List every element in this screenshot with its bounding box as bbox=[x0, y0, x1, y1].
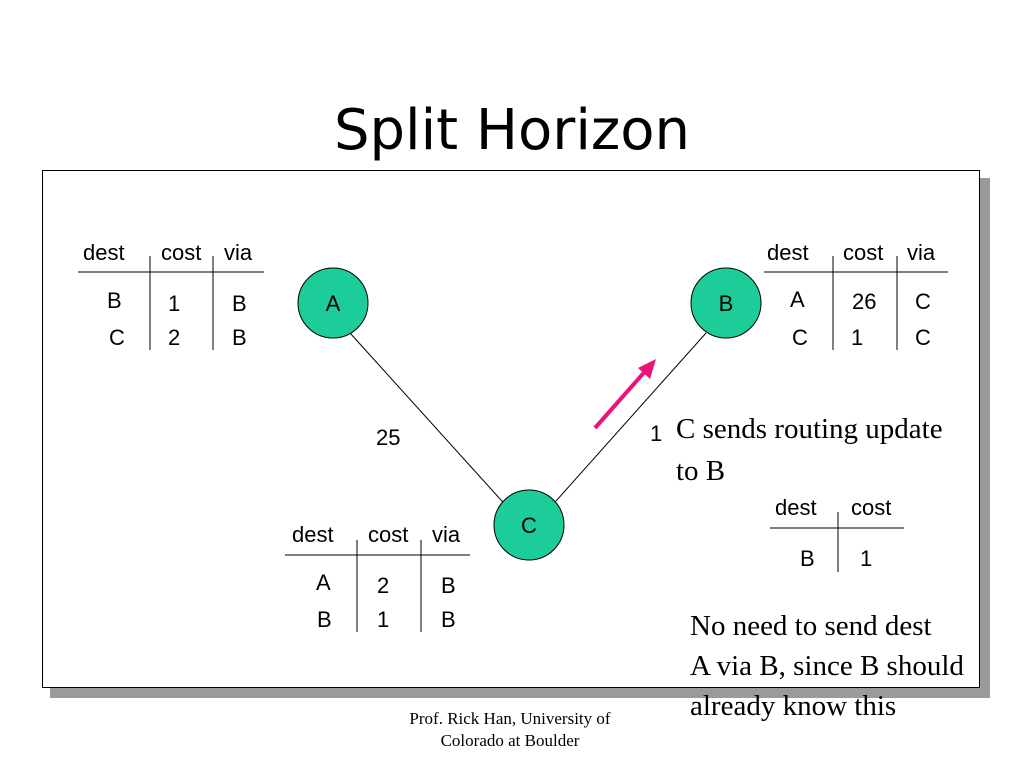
update-header-dest: dest bbox=[775, 495, 817, 520]
table-c-cell: 2 bbox=[377, 573, 390, 598]
table-c-header-via: via bbox=[432, 522, 461, 547]
table-a-cell: C bbox=[109, 325, 125, 350]
node-a: A bbox=[297, 267, 369, 339]
table-c-cell: 1 bbox=[377, 607, 390, 632]
table-c-header-dest: dest bbox=[292, 522, 334, 547]
update-arrow-head bbox=[638, 359, 656, 379]
table-c-cell: B bbox=[317, 607, 332, 632]
table-c-cell: B bbox=[441, 607, 456, 632]
footer-line2: Colorado at Boulder bbox=[440, 731, 580, 750]
node-c-label: C bbox=[521, 513, 537, 538]
node-b: B bbox=[690, 267, 762, 339]
slide-title: Split Horizon bbox=[333, 98, 691, 163]
table-a-header-cost: cost bbox=[161, 240, 202, 265]
table-a-header-via: via bbox=[224, 240, 253, 265]
update-cell: 1 bbox=[860, 546, 873, 571]
footer-line1: Prof. Rick Han, University of bbox=[409, 709, 611, 728]
link-cost-a-c: 25 bbox=[376, 425, 401, 450]
note-line3: already know this bbox=[690, 690, 897, 722]
table-b-cell: C bbox=[792, 325, 808, 350]
node-a-label: A bbox=[326, 291, 341, 316]
table-b-header-via: via bbox=[907, 240, 936, 265]
table-b-header-cost: cost bbox=[843, 240, 884, 265]
table-b-cell: C bbox=[915, 325, 931, 350]
table-b-cell: C bbox=[915, 289, 931, 314]
update-header-cost: cost bbox=[851, 495, 892, 520]
table-a-cell: B bbox=[232, 325, 247, 350]
update-caption-line2: to B bbox=[676, 455, 726, 487]
slide-footer: Prof. Rick Han, University of Colorado a… bbox=[380, 708, 640, 752]
update-cell: B bbox=[800, 546, 815, 571]
table-b-cell: A bbox=[790, 287, 805, 312]
link-cost-b-c: 1 bbox=[650, 421, 663, 446]
table-c-header-cost: cost bbox=[368, 522, 409, 547]
table-a-cell: B bbox=[107, 288, 122, 313]
table-b-header-dest: dest bbox=[767, 240, 809, 265]
node-b-label: B bbox=[719, 291, 734, 316]
table-b-cell: 26 bbox=[852, 289, 877, 314]
table-a-cell: B bbox=[232, 291, 247, 316]
table-c-cell: A bbox=[316, 570, 331, 595]
table-a-cell: 2 bbox=[168, 325, 181, 350]
table-c-cell: B bbox=[441, 573, 456, 598]
table-a-cell: 1 bbox=[168, 291, 181, 316]
node-c: C bbox=[493, 489, 565, 561]
table-a-header-dest: dest bbox=[83, 240, 125, 265]
update-arrow bbox=[593, 366, 650, 430]
note-line1: No need to send dest bbox=[690, 610, 932, 642]
update-caption-line1: C sends routing update bbox=[676, 413, 943, 445]
link-b-c bbox=[547, 332, 707, 511]
table-b-cell: 1 bbox=[851, 325, 864, 350]
note-line2: A via B, since B should bbox=[690, 650, 964, 682]
diagram-panel bbox=[42, 170, 980, 688]
link-a-c bbox=[349, 332, 511, 511]
